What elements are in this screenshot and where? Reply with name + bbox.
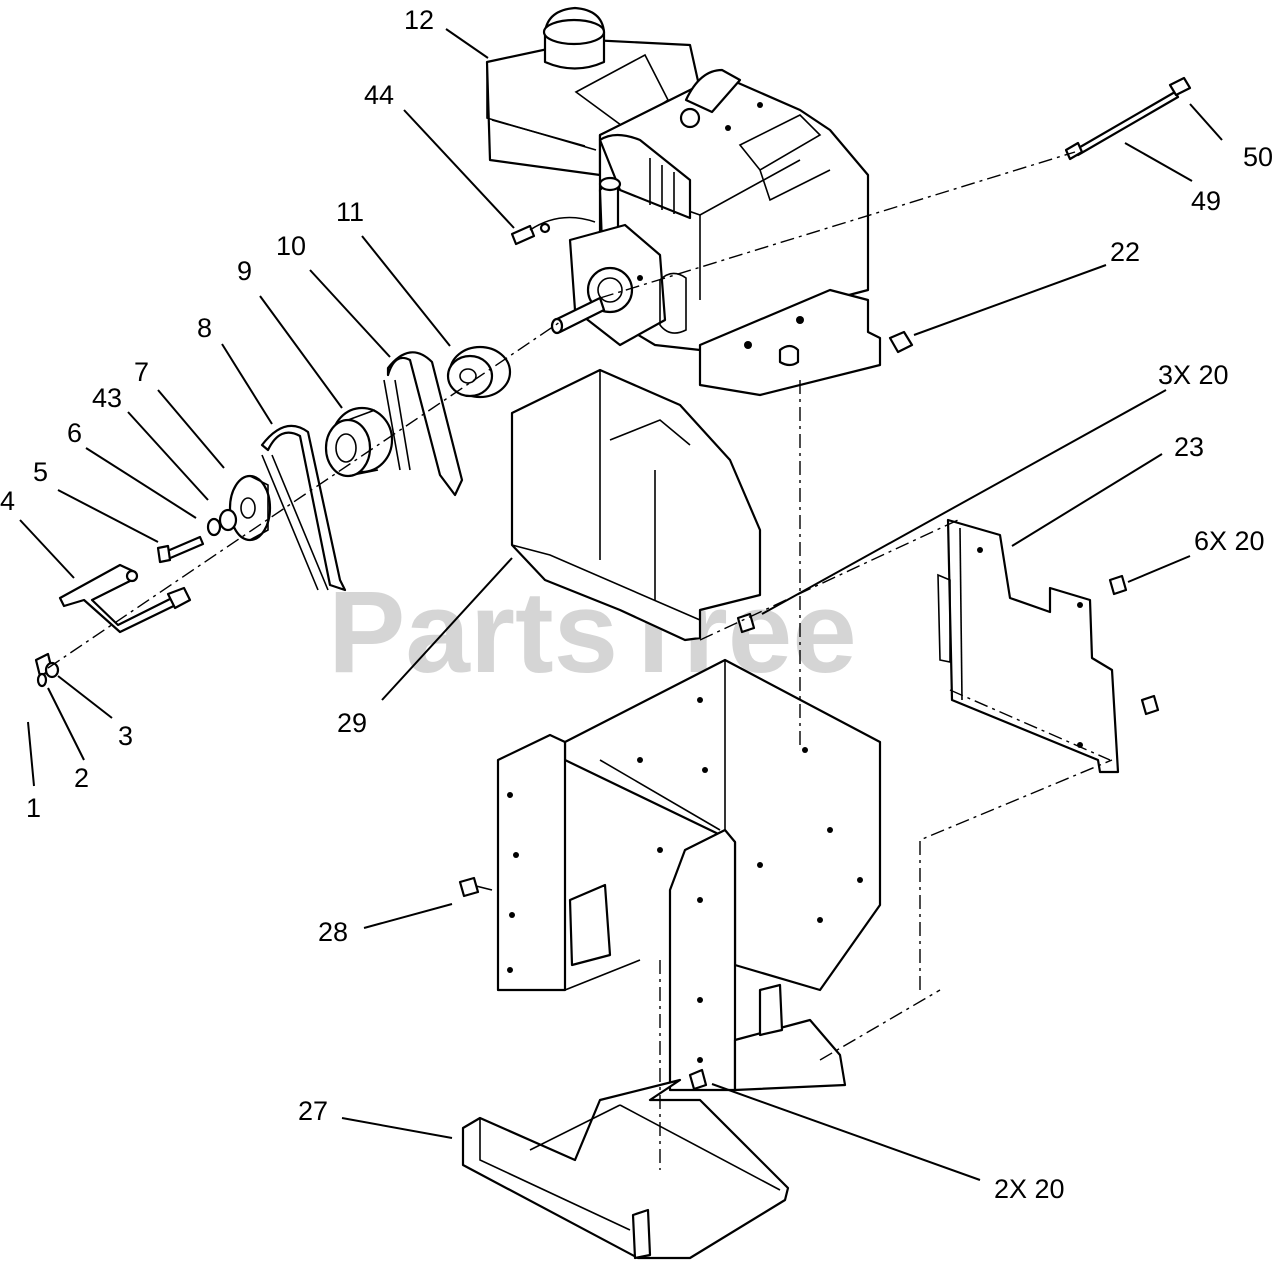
callout-28: 28 (318, 917, 348, 947)
callout-23: 23 (1174, 432, 1204, 462)
engine-part-12 (485, 6, 882, 397)
washer-part-6 (206, 517, 222, 537)
sheave-part-7 (228, 474, 272, 542)
callout-49: 49 (1191, 186, 1221, 216)
callout-29: 29 (337, 708, 367, 738)
idler-pulley-part-9 (324, 406, 394, 478)
callout-2: 2 (74, 763, 89, 793)
screw-part-20-lower (688, 1068, 708, 1091)
callout-3: 3 (118, 721, 133, 751)
callout-6: 6 (67, 418, 82, 448)
housing-frame (496, 658, 882, 1092)
callout-22: 22 (1110, 237, 1140, 267)
callout-10: 10 (276, 231, 306, 261)
callout-5: 5 (33, 457, 48, 487)
side-panel-part-23 (937, 518, 1120, 774)
callout-7: 7 (134, 357, 149, 387)
belt-cover-part-29 (510, 368, 762, 642)
callout-50: 50 (1243, 142, 1273, 172)
washer-part-2 (36, 672, 48, 688)
spacer-part-43 (218, 508, 238, 532)
nut-part-22 (888, 330, 914, 354)
callout-2x20: 2X 20 (994, 1174, 1065, 1204)
callout-43: 43 (92, 383, 122, 413)
bottom-guard-part-27 (461, 1078, 790, 1260)
belt-part-10 (383, 351, 464, 497)
callout-4: 4 (0, 486, 15, 516)
bolt-part-5 (156, 535, 205, 564)
cable-end-part-50 (1168, 76, 1192, 97)
wire-plug-part-44 (510, 216, 596, 246)
screw-part-20-side-a (1108, 574, 1128, 596)
screw-part-20-upper (736, 612, 756, 634)
callout-11: 11 (336, 197, 364, 227)
cable-part-49 (1064, 90, 1180, 161)
callout-6x20: 6X 20 (1194, 526, 1265, 556)
callout-labels: 12 44 50 49 11 10 9 22 8 7 43 3X 20 6 23… (0, 5, 1273, 1204)
callout-3x20: 3X 20 (1158, 360, 1229, 390)
callout-1: 1 (26, 793, 41, 823)
bracket-part-4 (58, 563, 192, 634)
pulley-part-11 (446, 345, 512, 399)
center-lines (47, 151, 1113, 1170)
callout-8: 8 (197, 313, 212, 343)
screw-part-20-side-b (1140, 694, 1160, 716)
belt-part-8 (260, 424, 347, 592)
callout-12: 12 (404, 5, 434, 35)
callout-27: 27 (298, 1096, 328, 1126)
callout-9: 9 (237, 256, 252, 286)
leader-lines (19, 28, 1223, 1181)
bolt-part-28 (458, 876, 493, 898)
callout-44: 44 (364, 80, 394, 110)
